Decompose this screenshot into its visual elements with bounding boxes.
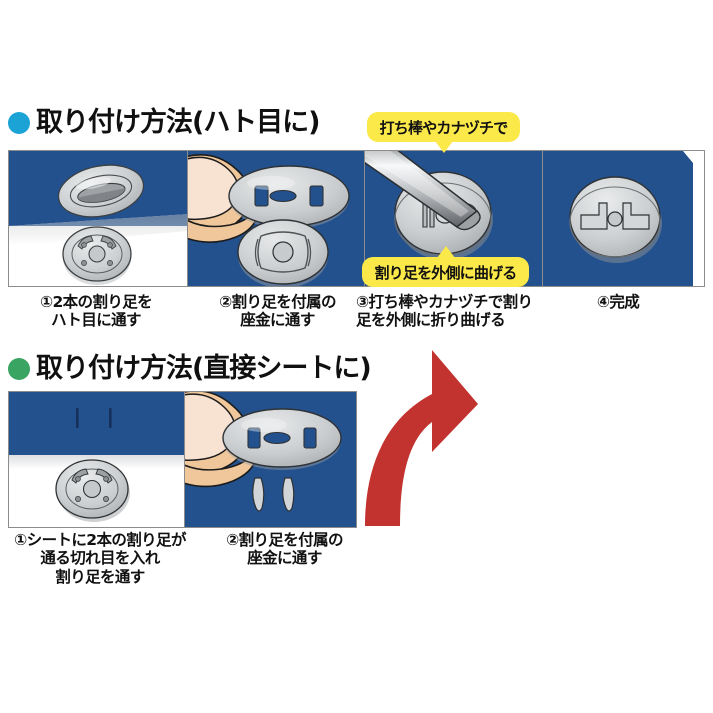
panel-sheet-1 xyxy=(9,392,185,527)
section-title-direct-sheet: 取り付け方法(直接シートに) xyxy=(36,353,372,384)
scene-finger-washer-snap xyxy=(188,153,350,286)
section-heading-direct-sheet: 取り付け方法(直接シートに) xyxy=(8,353,372,384)
curved-up-right-arrow-icon xyxy=(365,350,478,526)
section-heading-eyelet: 取り付け方法(ハト目に) xyxy=(8,109,320,136)
callout-tail-down-icon xyxy=(434,141,453,153)
caption-eyelet-2: ②割り足を付属の 座金に通す xyxy=(219,293,336,330)
callout-bend-prongs-text: 割り足を外側に曲げる xyxy=(374,263,517,282)
callout-punch-tool: 打ち棒やカナヅチで xyxy=(367,112,520,153)
panel-eyelet-3 xyxy=(365,151,543,286)
section-title-eyelet: 取り付け方法(ハト目に) xyxy=(36,107,320,138)
caption-eyelet-3: ③打ち棒やカナヅチで割り 足を外側に折り曲げる xyxy=(356,293,533,330)
panel-eyelet-4 xyxy=(543,151,704,286)
scene-finger-washer-prongs xyxy=(185,392,342,512)
scene-grommet-and-snap xyxy=(9,151,187,285)
scene-sheet-with-slits-and-snap xyxy=(9,392,184,522)
caption-sheet-2: ②割り足を付属の 座金に通す xyxy=(226,531,343,568)
caption-eyelet-4: ④完成 xyxy=(596,293,640,311)
green-dot-icon xyxy=(8,357,30,380)
slit-right-icon xyxy=(109,408,112,428)
panel-sheet-2 xyxy=(185,392,356,527)
callout-bend-prongs: 割り足を外側に曲げる xyxy=(362,246,529,287)
caption-eyelet-1: ①2本の割り足を ハト目に通す xyxy=(39,293,153,330)
panel-strip-direct-sheet xyxy=(8,391,357,528)
flow-arrow xyxy=(360,330,550,530)
scene-finished-snap xyxy=(543,151,693,286)
slit-left-icon xyxy=(76,408,79,428)
panel-eyelet-1 xyxy=(9,151,188,286)
panel-strip-eyelet xyxy=(8,150,705,287)
scene-punch-bending-prongs xyxy=(365,151,493,260)
callout-punch-tool-text: 打ち棒やカナヅチで xyxy=(379,118,509,137)
blue-dot-icon xyxy=(8,111,30,134)
punch-tool xyxy=(365,151,481,231)
callout-tail-up-icon xyxy=(436,246,455,258)
prongs-illustration xyxy=(252,477,295,512)
caption-sheet-1: ①シートに2本の割り足が 通る切れ目を入れ 割り足を通す xyxy=(14,531,186,586)
panel-eyelet-2 xyxy=(188,151,365,286)
